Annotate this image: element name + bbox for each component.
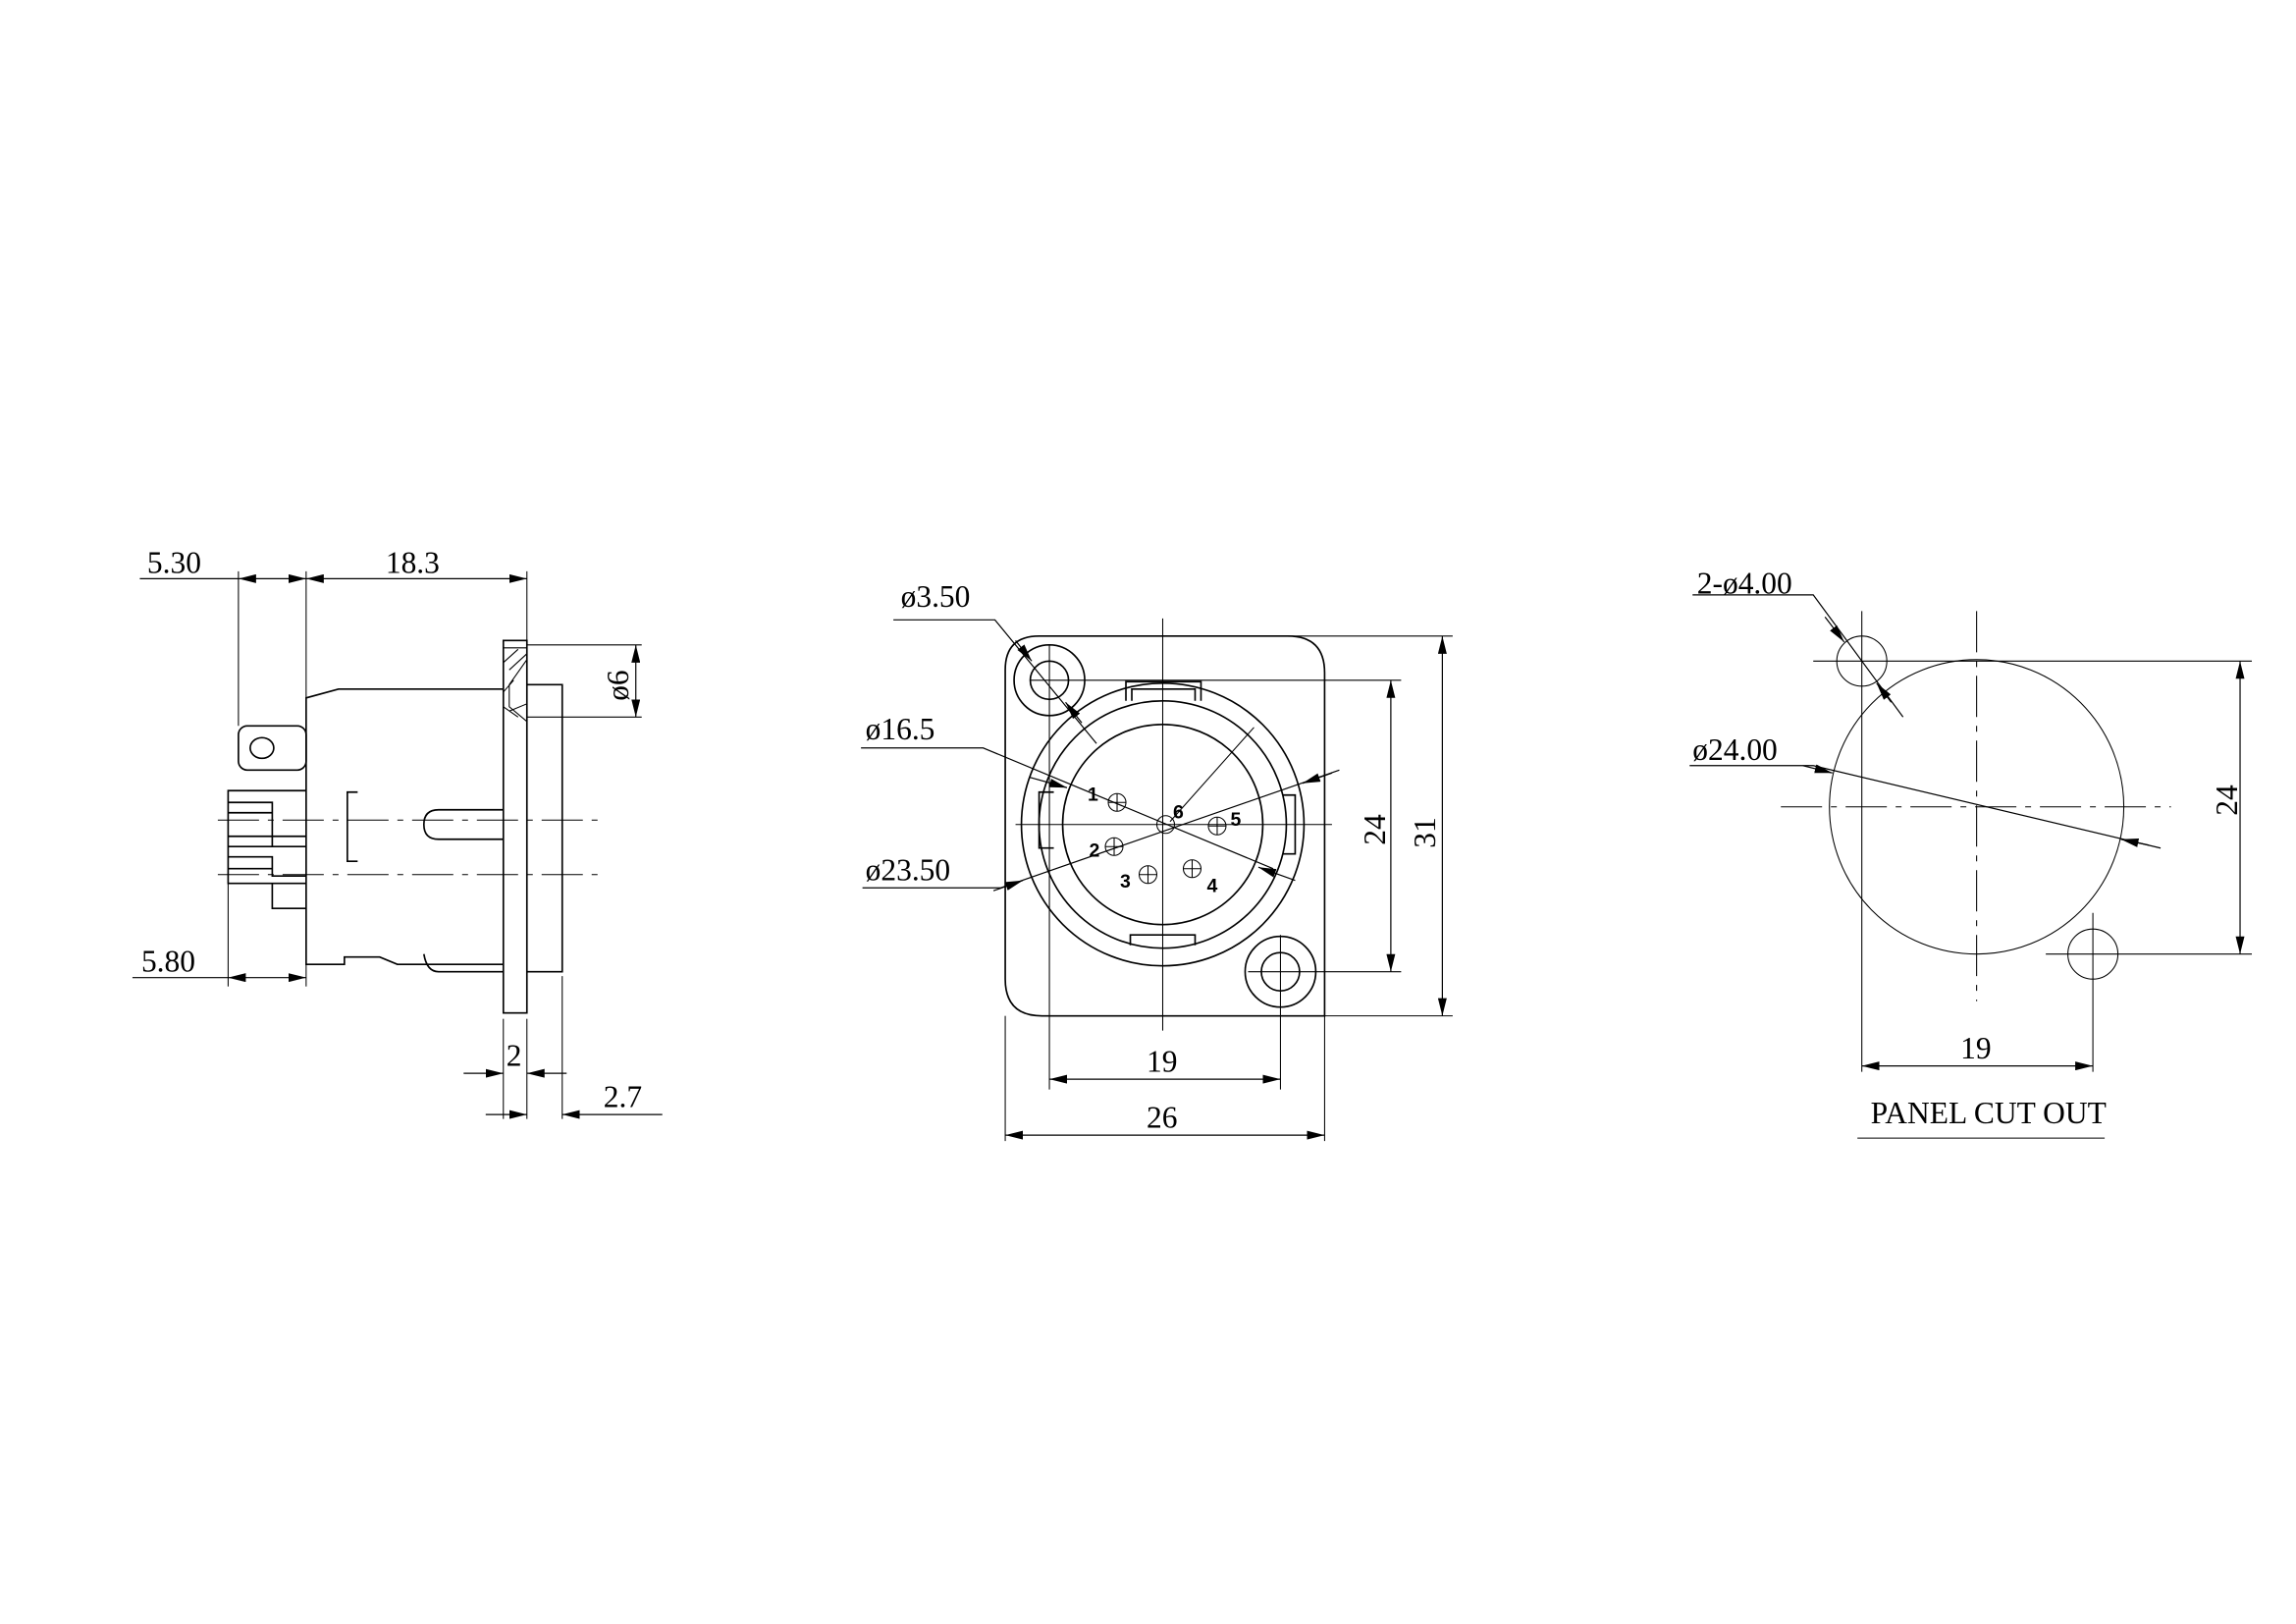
connector-body — [305, 687, 504, 966]
dim-2-7: 2.7 — [604, 1080, 642, 1114]
mounting-tab — [238, 725, 307, 772]
front-view: 1 2 3 4 5 6 ø3.50 ø16.5 ø23.50 19 26 — [861, 579, 1453, 1142]
side-key — [1038, 790, 1297, 855]
panel-cutout-view: 24 19 2-ø4.00 ø24.00 PANEL CUT OUT — [1689, 566, 2253, 1139]
dim-dia-24-00: ø24.00 — [1692, 732, 1778, 767]
dim-26: 26 — [1147, 1101, 1177, 1135]
latch-bracket — [347, 790, 358, 863]
pin-label: 1 — [1088, 785, 1098, 806]
dim-31: 31 — [1408, 817, 1442, 847]
dim-19: 19 — [1147, 1045, 1177, 1079]
latch-slot-top — [1125, 680, 1202, 701]
leader-dia-24 — [1689, 765, 2162, 849]
pin-label: 3 — [1120, 871, 1131, 893]
pin-label: 5 — [1230, 809, 1241, 831]
latch — [227, 789, 306, 910]
dim-5-30: 5.30 — [147, 545, 201, 579]
tab-hole — [249, 736, 275, 760]
dim-dia-3-50: ø3.50 — [901, 579, 971, 614]
dim-19: 19 — [1960, 1031, 1991, 1065]
dim-dia-23-50: ø23.50 — [866, 853, 951, 888]
mounting-plate — [1004, 635, 1326, 1017]
dim-24: 24 — [1358, 814, 1392, 845]
rear-section — [526, 683, 563, 973]
contact-pin-top — [422, 808, 504, 840]
dim-dia-6: ø6 — [601, 670, 635, 700]
dim-2: 2 — [507, 1039, 522, 1073]
leader-2-dia-4 — [1692, 594, 1904, 718]
dim-2-dia-4-00: 2-ø4.00 — [1697, 566, 1792, 600]
dim-18-3: 18.3 — [386, 545, 440, 579]
pin-label: 4 — [1206, 876, 1217, 897]
leader-dia-3-50 — [893, 619, 1097, 744]
centerline — [1169, 727, 1255, 823]
leader-dia-16-5 — [861, 747, 1274, 870]
side-view: 5.30 18.3 ø6 5.80 2 2.7 — [132, 545, 663, 1119]
dim-24: 24 — [2210, 785, 2244, 816]
dim-5-80: 5.80 — [141, 945, 195, 979]
dim-dia-16-5: ø16.5 — [866, 712, 935, 746]
view-title: PANEL CUT OUT — [1871, 1096, 2107, 1130]
pin-label: 2 — [1090, 840, 1100, 862]
pin-contacts: 1 2 3 4 5 6 — [1088, 785, 1241, 897]
flange-chamfer-hatch — [503, 647, 528, 723]
flange — [502, 639, 528, 1014]
contact-pin-bottom — [423, 953, 504, 973]
